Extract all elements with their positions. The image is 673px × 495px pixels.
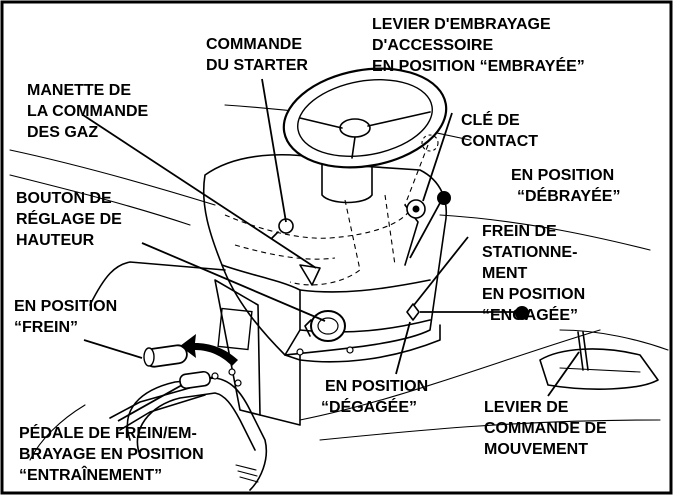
- throttle-lever: [299, 264, 321, 286]
- side-panel: [214, 279, 261, 416]
- label-height-knob: BOUTON DE RÉGLAGE DE HAUTEUR: [16, 190, 126, 249]
- brake-pedal: [179, 370, 211, 390]
- label-brake-position: EN POSITION “FREIN”: [14, 298, 122, 336]
- label-parking-brake: FREIN DE STATIONNE- MENT EN POSITION “EN…: [482, 223, 590, 324]
- motion-lever-plate: [539, 348, 659, 390]
- steering-column: [321, 139, 373, 204]
- label-throttle: MANETTE DE LA COMMANDE DES GAZ: [27, 82, 153, 141]
- parking-brake-knob: [406, 303, 420, 321]
- label-choke: COMMANDE DU STARTER: [206, 36, 308, 74]
- motion-lever: [577, 331, 584, 371]
- direction-arrow: [180, 334, 238, 366]
- panel-opening: [217, 307, 253, 351]
- height-adjust-knob: [310, 310, 346, 342]
- label-ignition-key: CLÉ DE CONTACT: [461, 110, 538, 150]
- label-disengaged: EN POSITION “DÉBRAYÉE”: [511, 167, 620, 205]
- label-motion-lever: LEVIER DE COMMANDE DE MOUVEMENT: [484, 399, 611, 458]
- tractor-drawing: [9, 67, 669, 491]
- label-released: EN POSITION “DÉGAGÉE”: [321, 378, 433, 416]
- label-brake-pedal: PÉDALE DE FREIN/EM- BRAYAGE EN POSITION …: [19, 423, 208, 484]
- label-accessory-clutch: LEVIER D'EMBRAYAGE D'ACCESSOIRE EN POSIT…: [372, 16, 585, 75]
